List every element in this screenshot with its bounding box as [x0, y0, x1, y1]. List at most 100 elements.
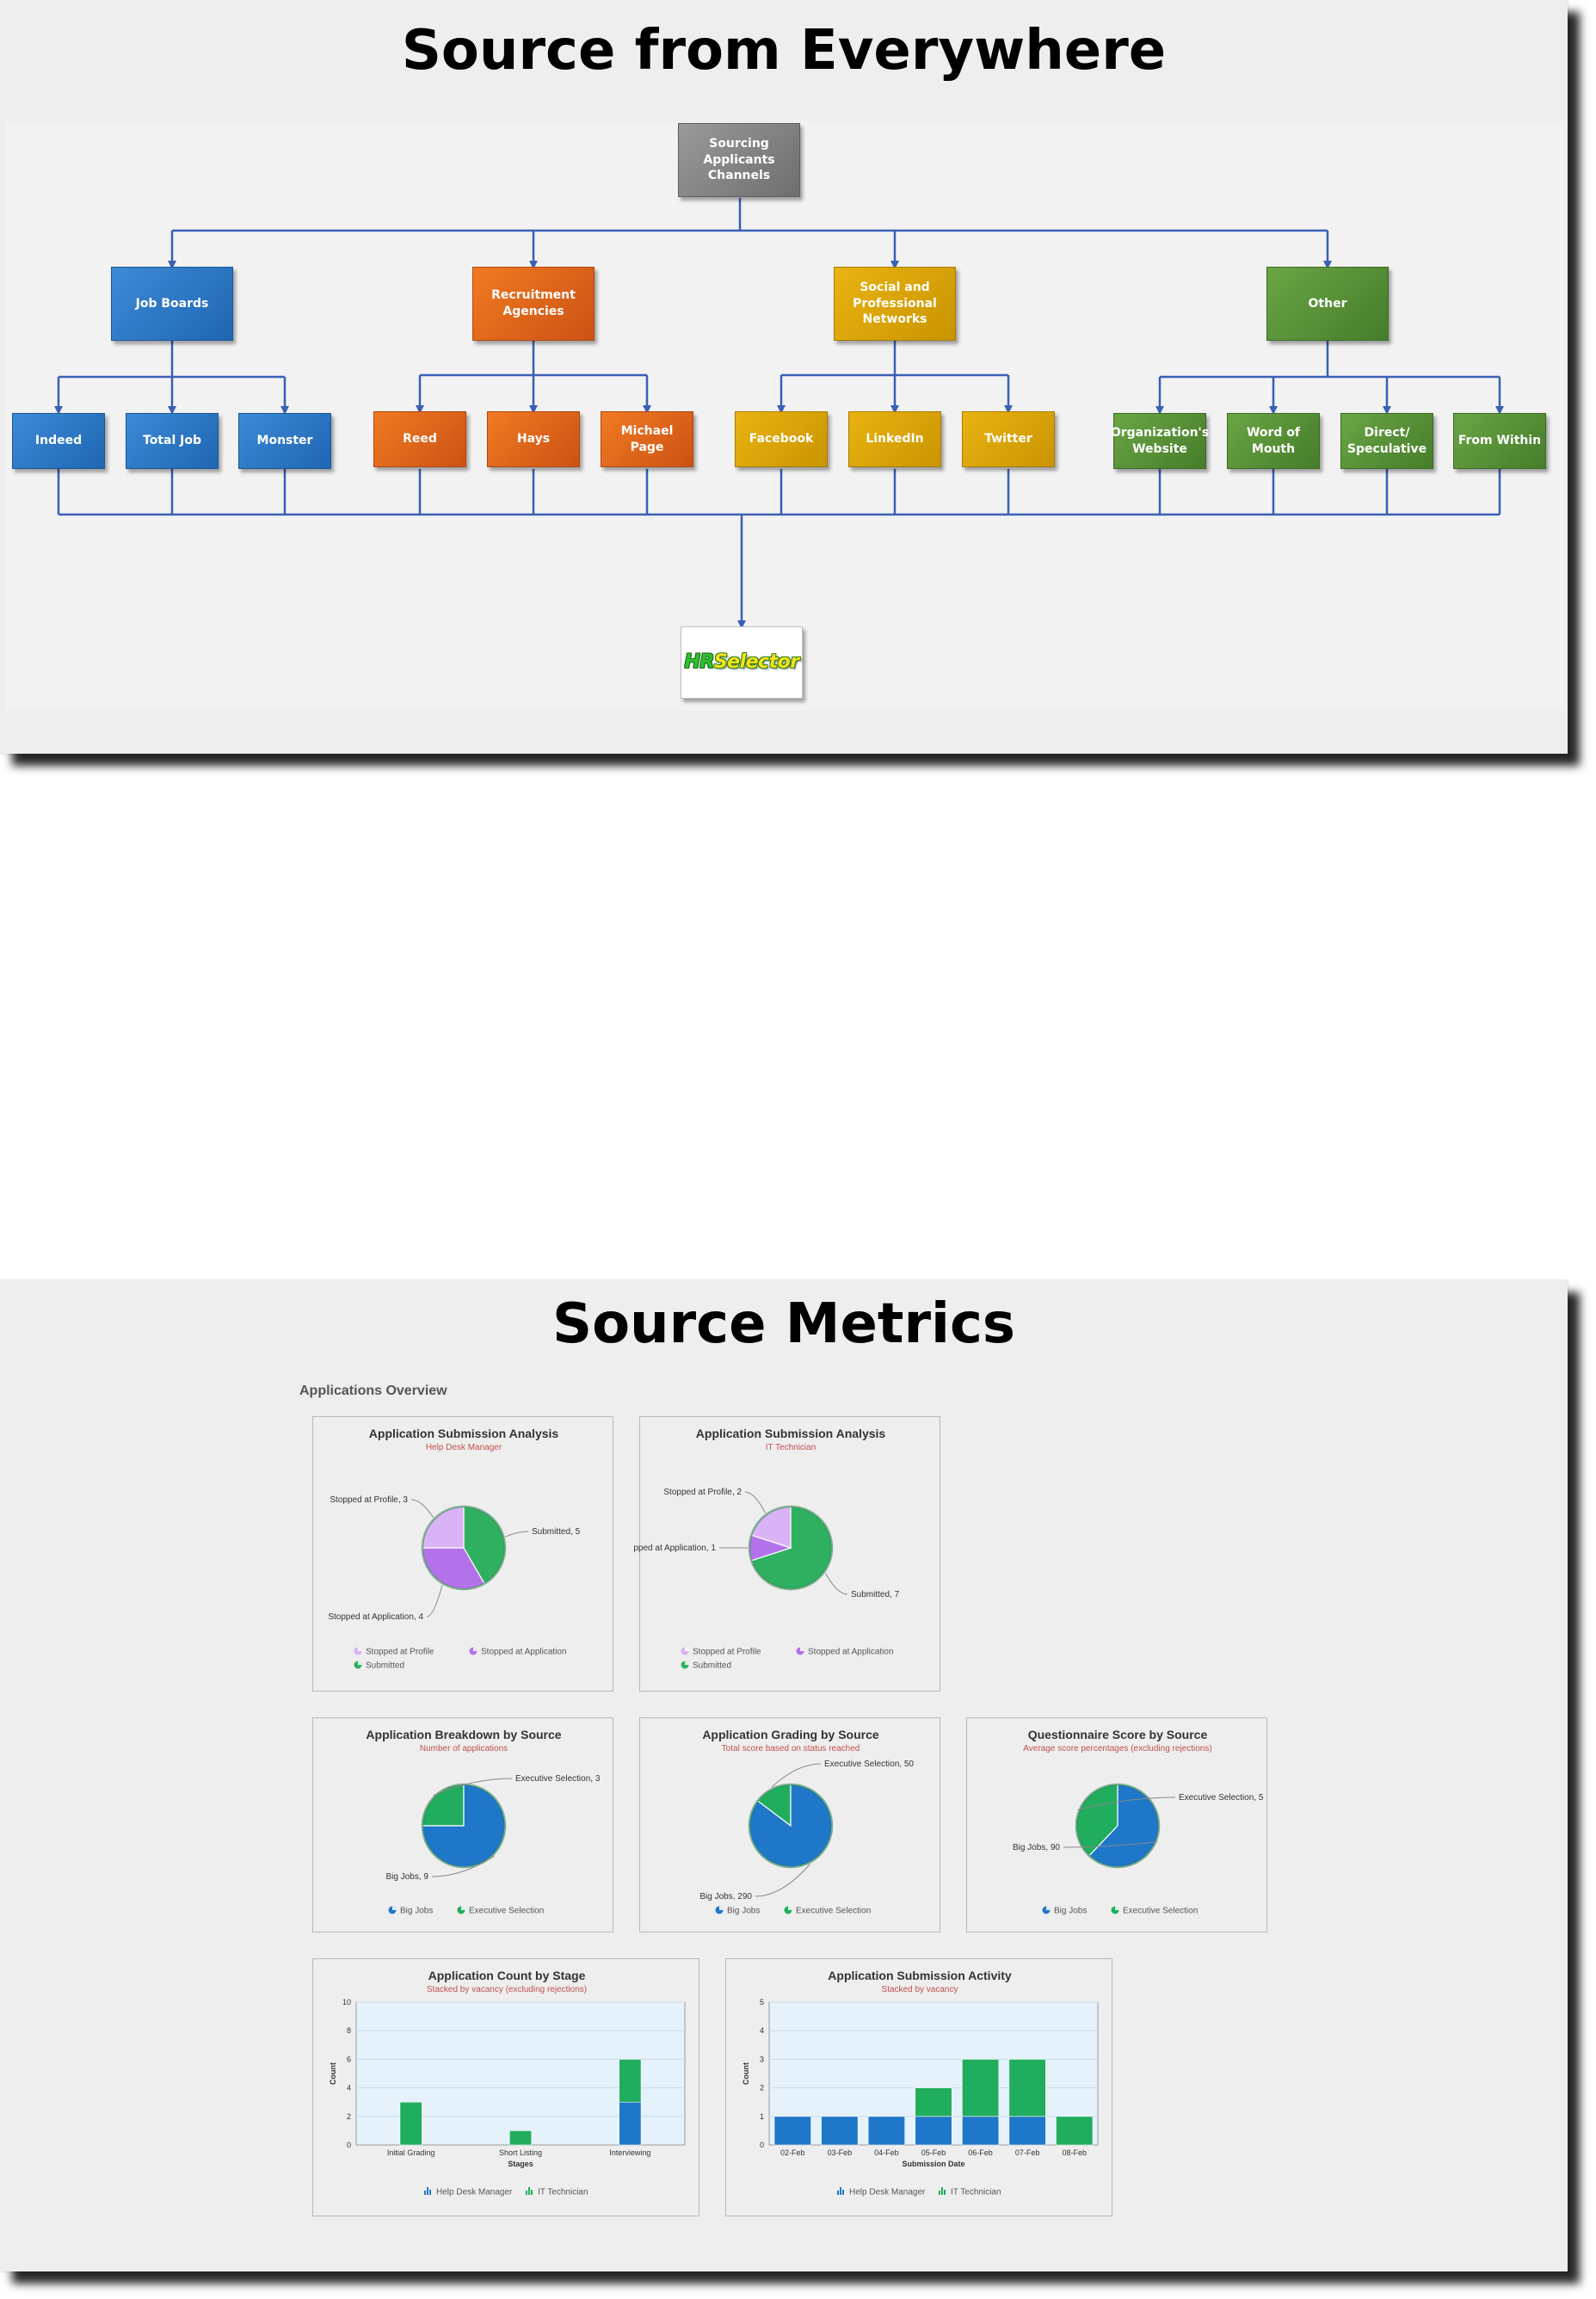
x-tick-label: Interviewing	[609, 2148, 650, 2157]
chart-subtitle: Stacked by vacancy	[882, 1985, 958, 1994]
source-indeed: Indeed	[12, 413, 105, 469]
legend-item: Help Desk Manager	[849, 2188, 926, 2197]
category-recruitment-agencies: Recruitment Agencies	[472, 267, 595, 341]
pie-outline	[748, 1783, 834, 1869]
legend-icon	[681, 1661, 689, 1669]
pie-label: Submitted, 5	[532, 1527, 581, 1537]
legend-icon-bar	[944, 2190, 946, 2195]
panel-title: Source Metrics	[552, 1292, 1016, 1356]
legend-item: IT Technician	[951, 2188, 1001, 2197]
bar-segment	[619, 2059, 642, 2103]
bar-segment	[399, 2101, 422, 2146]
legend-icon	[939, 2187, 946, 2195]
chart-title: Application Submission Analysis	[369, 1427, 559, 1440]
y-tick-label: 5	[760, 1998, 764, 2006]
legend-item: IT Technician	[538, 2188, 588, 2197]
bar-segment	[821, 2116, 859, 2146]
source-from-within: From Within	[1453, 413, 1546, 469]
x-tick-label: Short Listing	[499, 2148, 542, 2157]
pie-label-line	[426, 1585, 443, 1618]
source-word-of-mouth: Word of Mouth	[1227, 413, 1320, 469]
source-metrics-panel: Source Metrics Applications Overview App…	[0, 1280, 1568, 2271]
y-tick-label: 1	[760, 2112, 764, 2121]
legend-icon-pie-cut	[392, 1906, 397, 1910]
source-total-job: Total Job	[126, 413, 219, 469]
chart-subtitle: Stacked by vacancy (excluding rejections…	[427, 1985, 587, 1994]
pie-label-line	[771, 1763, 822, 1788]
legend-item: Executive Selection	[796, 1907, 871, 1916]
legend-icon-pie-cut	[719, 1906, 724, 1910]
org-connectors	[54, 198, 1504, 629]
x-axis-label: Stages	[508, 2160, 533, 2168]
legend-icon-bar	[840, 2187, 841, 2195]
x-tick-label: 07-Feb	[1015, 2148, 1040, 2157]
x-tick-label: 05-Feb	[921, 2148, 946, 2157]
legend-icon	[354, 1647, 362, 1655]
legend-item: Stopped at Profile	[693, 1648, 761, 1657]
pie-outline	[748, 1505, 834, 1591]
root-node: Sourcing Applicants Channels	[678, 123, 800, 197]
chart-subtitle: IT Technician	[766, 1443, 816, 1452]
bar-segment	[961, 2116, 1000, 2146]
legend-icon	[796, 1647, 804, 1655]
legend-icon	[715, 1906, 724, 1914]
legend-icon	[784, 1906, 792, 1914]
x-tick-label: 06-Feb	[968, 2148, 993, 2157]
legend-item: Stopped at Application	[808, 1648, 894, 1657]
bar-segment	[915, 2116, 952, 2146]
pie-label: pped at Application, 1	[633, 1544, 716, 1553]
legend-icon-bar	[842, 2190, 844, 2195]
chart-subtitle: Total score based on status reached	[722, 1744, 860, 1754]
source-twitter: Twitter	[962, 411, 1055, 467]
x-tick-label: 08-Feb	[1062, 2148, 1087, 2157]
source-organization-website: Organization's Website	[1111, 413, 1209, 469]
pie-label-line	[1063, 1841, 1158, 1848]
y-axis-label: Count	[742, 2062, 750, 2085]
legend-icon-pie-cut	[685, 1661, 689, 1665]
bar-segment	[773, 2116, 811, 2146]
y-tick-label: 4	[347, 2084, 351, 2093]
legend-icon-bar	[528, 2187, 530, 2195]
pie-label: Stopped at Profile, 3	[330, 1495, 408, 1505]
legend-icon-pie-cut	[358, 1647, 362, 1651]
pie-label: Stopped at Application, 4	[328, 1612, 423, 1622]
pie-outline	[421, 1505, 507, 1591]
bar-segment	[619, 2101, 642, 2146]
legend-item: Big Jobs	[400, 1907, 433, 1916]
legend-icon	[526, 2187, 533, 2195]
bar-segment	[1008, 2116, 1046, 2146]
legend-icon	[457, 1906, 465, 1914]
pie-label-line	[433, 1778, 513, 1797]
x-tick-label: 03-Feb	[828, 2148, 853, 2157]
legend-item: Help Desk Manager	[436, 2188, 513, 2197]
y-tick-label: 3	[760, 2055, 764, 2063]
legend-item: Stopped at Application	[481, 1648, 567, 1657]
x-axis-label: Submission Date	[902, 2160, 964, 2168]
pie-label: Big Jobs, 90	[1013, 1843, 1060, 1852]
hr-selector-logo: HRSelector	[684, 651, 799, 674]
source-from-everywhere-panel: Source from Everywhere	[0, 0, 1568, 754]
bar-segment	[1008, 2059, 1046, 2117]
hr-selector-node: HRSelector	[681, 626, 803, 699]
legend-icon	[837, 2187, 844, 2195]
legend-icon-bar	[427, 2187, 428, 2195]
legend-icon-bar	[429, 2190, 431, 2195]
pie-label-line	[755, 1864, 810, 1897]
y-axis-label: Count	[329, 2062, 337, 2085]
source-linkedin: LinkedIn	[848, 411, 941, 467]
y-tick-label: 10	[342, 1998, 351, 2006]
y-tick-label: 8	[347, 2026, 351, 2035]
pie-label: Big Jobs, 290	[699, 1892, 752, 1901]
legend-icon	[1111, 1906, 1119, 1914]
chart-title: Application Breakdown by Source	[366, 1728, 561, 1741]
bar-segment	[961, 2059, 1000, 2117]
